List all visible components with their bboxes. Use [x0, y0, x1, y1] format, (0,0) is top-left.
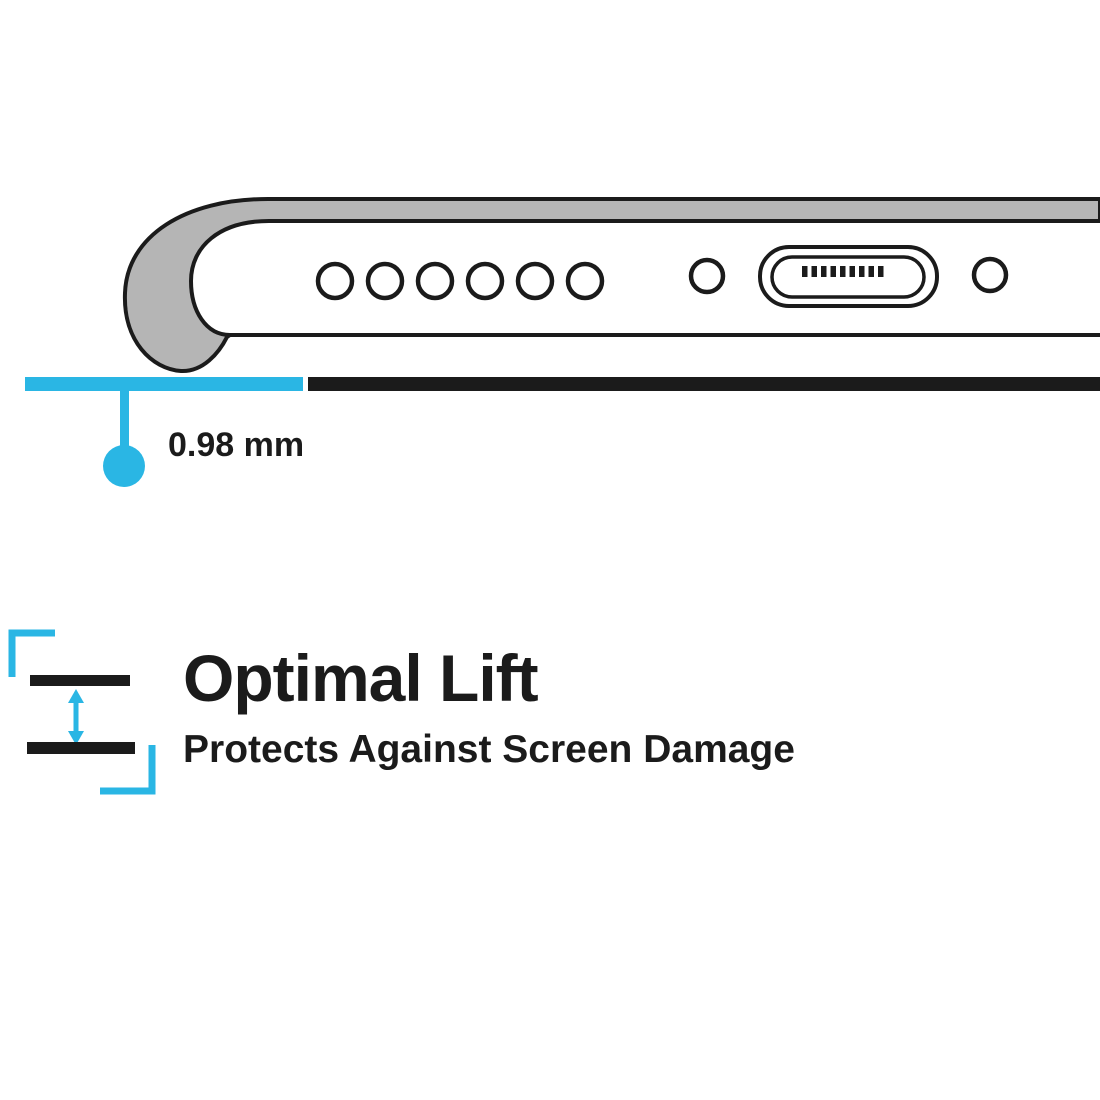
gap-top-line: [30, 675, 130, 686]
gap-bottom-line: [27, 742, 135, 754]
measurement-dot: [103, 445, 145, 487]
port-pins: [802, 266, 884, 277]
phone-case-diagram: [25, 197, 1100, 487]
speaker-hole: [465, 261, 505, 301]
speaker-hole: [565, 261, 605, 301]
bracket-bottom-right: [100, 745, 156, 795]
screw-hole: [688, 257, 726, 295]
feature-title: Optimal Lift: [183, 641, 539, 715]
speaker-hole: [515, 261, 555, 301]
measurement-pointer-line: [120, 391, 129, 451]
lift-gap-icon: [8, 629, 156, 795]
feature-subtitle: Protects Against Screen Damage: [183, 728, 795, 771]
case-shell: [122, 197, 1100, 374]
lift-measurement-label: 0.98 mm: [168, 426, 305, 464]
speaker-hole: [365, 261, 405, 301]
lift-baseline-accent: [25, 377, 303, 391]
screw-hole: [971, 256, 1009, 294]
speaker-holes: [315, 261, 605, 301]
bracket-top-left: [8, 629, 55, 677]
speaker-hole: [415, 261, 455, 301]
vertical-arrows-icon: [68, 689, 84, 745]
speaker-hole: [315, 261, 355, 301]
lift-baseline-dark: [308, 377, 1100, 391]
charging-port-icon: [758, 245, 939, 308]
